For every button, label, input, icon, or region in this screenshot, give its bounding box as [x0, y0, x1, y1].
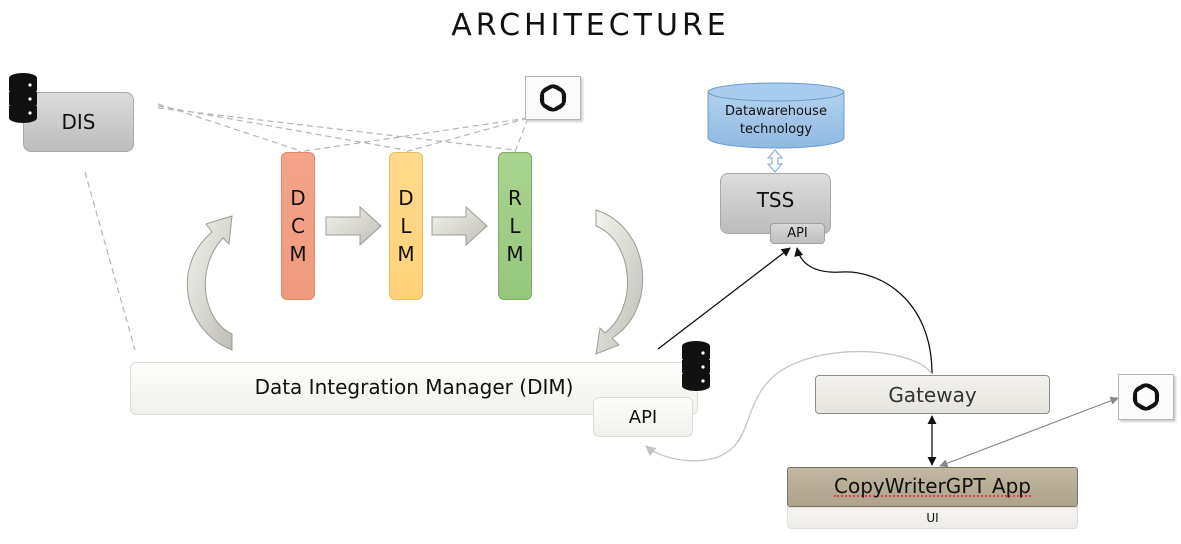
rlm-letter: M [506, 242, 524, 266]
dlm-letter: D [398, 186, 414, 210]
tss-api-label: API [787, 226, 808, 241]
gateway-label: Gateway [888, 382, 977, 407]
dcm-letter: M [289, 242, 307, 266]
dlm-to-rlm-arrow [431, 205, 488, 247]
dim-to-dcm-curved-arrow [186, 215, 233, 351]
openai-links [297, 117, 529, 153]
app-openai-arrow [939, 396, 1119, 468]
rlm-letter: L [509, 214, 521, 238]
dim-api-box: API [593, 397, 693, 437]
dlm-node: D L M [389, 152, 423, 300]
app-node: CopyWriterGPT App [787, 467, 1078, 507]
dis-node: DIS [23, 92, 134, 152]
rlm-letter: R [508, 186, 522, 210]
dis-label: DIS [61, 110, 96, 134]
dim-api-label: API [628, 406, 658, 428]
tss-api-box: API [770, 223, 825, 244]
dim-label: Data Integration Manager (DIM) [254, 374, 574, 399]
diagram-title: ARCHITECTURE [451, 8, 730, 43]
dis-links [84, 103, 516, 351]
rlm-to-dim-curved-arrow [595, 209, 644, 355]
openai-logo-right [1118, 374, 1174, 420]
database-icon [9, 73, 37, 123]
dwh-tss-arrow [766, 149, 784, 173]
app-label: CopyWriterGPT App [834, 474, 1031, 498]
openai-logo-top [525, 76, 581, 120]
tss-label: TSS [756, 187, 795, 212]
database-icon [682, 341, 710, 391]
gateway-to-dim-api-arrow [645, 350, 933, 462]
dcm-letter: D [290, 186, 306, 210]
rlm-node: R L M [498, 152, 532, 300]
app-ui-box: UI [787, 507, 1078, 529]
openai-logo-icon [1132, 383, 1160, 411]
dcm-node: D C M [281, 152, 315, 300]
datawarehouse-node [707, 82, 845, 149]
datawarehouse-label-line: technology [739, 122, 813, 137]
app-ui-label: UI [926, 511, 939, 525]
gateway-node: Gateway [815, 375, 1050, 414]
openai-logo-icon [539, 84, 567, 112]
dim-to-tss-arrow [657, 247, 791, 350]
gateway-to-tss-arrow [794, 247, 933, 375]
dcm-to-dlm-arrow [325, 205, 382, 247]
datawarehouse-label-line: Datawarehouse [725, 104, 827, 119]
datawarehouse-label: Datawarehouse technology [706, 103, 846, 139]
dlm-letter: L [400, 214, 412, 238]
dcm-letter: C [291, 214, 305, 238]
dlm-letter: M [397, 242, 415, 266]
